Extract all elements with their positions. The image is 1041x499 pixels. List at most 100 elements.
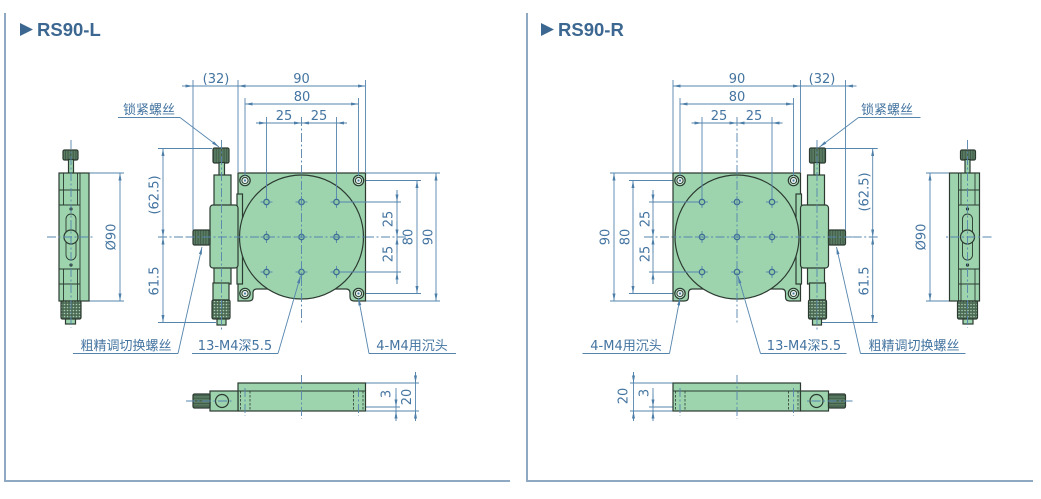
- housing-lower: [213, 265, 232, 285]
- counterbore-hole: [674, 287, 686, 300]
- callout-leaders: [73, 117, 456, 354]
- counterbore-hole-ring: [243, 292, 247, 295]
- coarse-fine-switch-knob: [827, 229, 847, 246]
- housing-upper: [213, 174, 232, 208]
- tapped-hole-circle: [768, 198, 776, 206]
- lock-screw-leader: [179, 117, 220, 148]
- dim-pitch-x-1: 25: [276, 109, 293, 124]
- tapped-holes-leader: [737, 275, 761, 354]
- panel-frame-left: [4, 13, 510, 482]
- counterbore-hole: [787, 174, 800, 187]
- callout-lock-screw: 锁紧螺丝: [861, 102, 913, 118]
- top-dimensions: [182, 80, 366, 230]
- dim-top-thickness: 3: [638, 389, 653, 397]
- counterbore-hole-ring: [792, 179, 795, 182]
- tapped-hole: [260, 266, 273, 278]
- rs90-r-drawing-slot: [582, 80, 992, 421]
- lock-screw-leader: [819, 117, 859, 148]
- front-view: [672, 382, 847, 412]
- callout-counterbore-holes: 4-M4用沉头: [590, 339, 661, 354]
- dim-hole-span-y: 80: [402, 229, 417, 246]
- tapped-hole-circle: [263, 268, 270, 276]
- front-view: [192, 382, 367, 412]
- micrometer-thimble: [211, 299, 231, 320]
- tapped-hole-circle: [333, 198, 340, 206]
- side-tip: [64, 318, 77, 325]
- dim-pitch-y-2: 25: [382, 246, 397, 263]
- counterbore-hole-ring: [678, 292, 682, 295]
- center-lines: [47, 98, 366, 419]
- side-height-dimensions: [158, 148, 216, 323]
- housing-body: [799, 204, 830, 269]
- counterbore-hole-ring: [678, 179, 682, 182]
- diameter-dimension: [88, 172, 124, 302]
- switch-screw-leader: [836, 246, 861, 354]
- panel-title: RS90-L: [37, 19, 101, 40]
- side-tip: [962, 318, 974, 325]
- dim-pitch-x-2: 25: [746, 109, 763, 124]
- tapped-hole: [330, 266, 343, 278]
- counterbore-hidden-lines: [675, 391, 799, 411]
- dim-knob-offset: (32): [203, 72, 230, 87]
- dim-base-depth: 90: [422, 229, 437, 246]
- tapped-hole: [766, 266, 778, 278]
- top-dimensions: [672, 80, 857, 230]
- counterbore-hole: [787, 287, 800, 300]
- title-triangle-icon: [541, 23, 554, 36]
- counterbore-hole: [239, 287, 251, 300]
- dim-total-height: 20: [400, 389, 415, 406]
- rs90-l-drawing: [47, 80, 456, 421]
- title-triangle-icon: [20, 23, 33, 36]
- counterbore-hole-ring: [357, 179, 360, 182]
- callout-tapped-holes: 13-M4深5.5: [198, 339, 272, 354]
- micrometer-barrel: [808, 282, 827, 301]
- dim-knob-offset: (32): [809, 72, 836, 87]
- thickness-dimensions: [630, 372, 683, 421]
- callout-counterbore-holes: 4-M4用沉头: [376, 339, 447, 354]
- switch-screw-leader: [177, 246, 203, 354]
- side-detail-lines: [59, 173, 80, 301]
- housing-upper: [806, 174, 826, 208]
- coarse-fine-switch-knob: [192, 229, 211, 246]
- callout-tapped-holes: 13-M4深5.5: [767, 339, 841, 354]
- tapped-holes-leader: [277, 275, 301, 354]
- callout-switch-screw: 粗精调切换螺丝: [868, 339, 959, 354]
- rs90-l-annotations: RS90-L (32) 90 80 25 25 25 25 80 90 (62.…: [20, 19, 448, 405]
- tapped-hole-circle: [768, 268, 776, 276]
- tapped-hole-circle: [263, 198, 270, 206]
- lock-screw-knob: [808, 147, 827, 164]
- dim-pitch-x-2: 25: [311, 109, 328, 124]
- dim-top-thickness: 3: [380, 390, 395, 398]
- counterbore-hole-ring: [792, 292, 795, 295]
- counterbore-hole-ring: [243, 179, 247, 182]
- dim-hole-span-x: 80: [729, 90, 746, 105]
- dim-base-width: 90: [293, 72, 310, 87]
- micrometer-barrel: [212, 282, 230, 301]
- counterbore-hidden-lines: [240, 391, 364, 411]
- tapped-hole: [731, 266, 743, 278]
- center-lines: [672, 98, 992, 419]
- dim-pitch-y-2: 25: [639, 246, 654, 263]
- side-lock-knob: [62, 149, 79, 161]
- tapped-hole-circle: [698, 198, 706, 206]
- counterbore-hole: [239, 174, 251, 187]
- dim-hole-span-x: 80: [294, 90, 311, 105]
- dim-pitch-y-1: 25: [382, 211, 397, 228]
- top-view: [672, 147, 847, 326]
- counterbore-hole-ring: [357, 292, 360, 295]
- top-view: [192, 147, 367, 326]
- housing-lower: [806, 265, 826, 285]
- side-lock-knob: [959, 149, 977, 161]
- lock-screw-knob: [212, 147, 230, 164]
- micrometer-thimble: [807, 299, 828, 320]
- dim-table-diameter: Ø90: [105, 224, 120, 251]
- side-height-dimensions: [819, 148, 878, 323]
- dim-upper-height: (62.5): [858, 172, 873, 211]
- thickness-dimensions: [366, 372, 419, 421]
- panel-frame-right: [526, 13, 1033, 482]
- panel-title: RS90-R: [558, 19, 624, 40]
- dim-table-diameter: Ø90: [915, 224, 930, 251]
- side-detail-lines: [958, 173, 980, 301]
- dim-pitch-y-1: 25: [639, 211, 654, 228]
